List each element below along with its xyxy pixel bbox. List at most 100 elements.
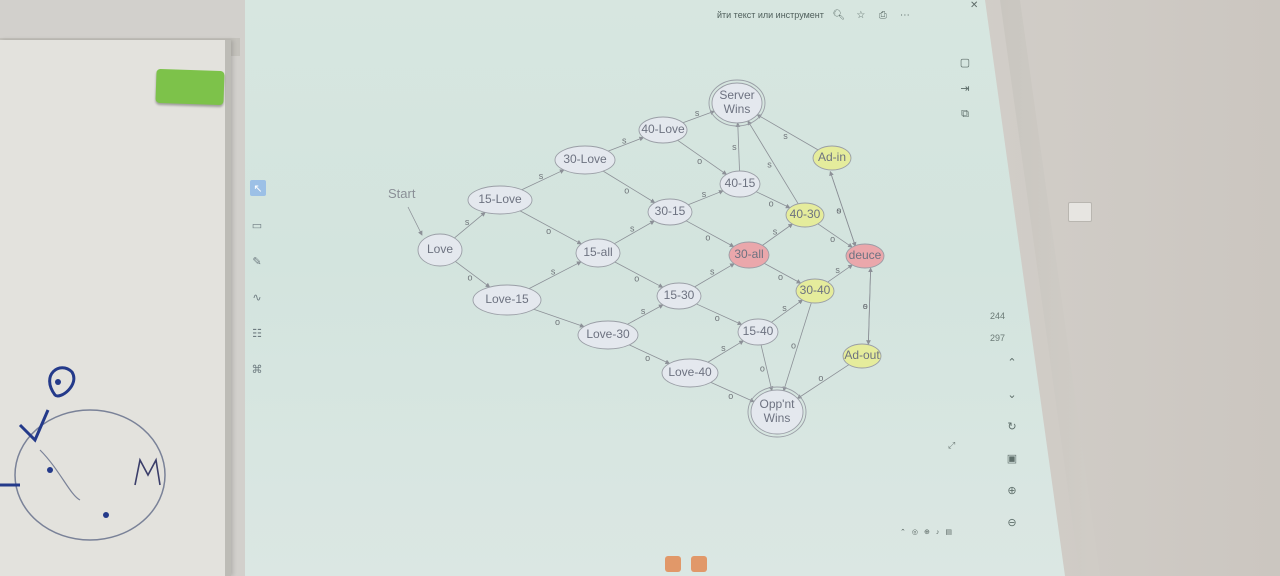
- edge-1540-3040: [771, 299, 804, 323]
- edge-40love-4015: [677, 139, 728, 175]
- volume-icon[interactable]: ♪: [935, 528, 940, 536]
- state-node-40love: 40-Love: [638, 116, 688, 144]
- edge-love30-love40: [629, 344, 671, 364]
- node-label: 40-30: [790, 207, 821, 221]
- tennis-game-state-diagram: Start sososososososososososososososososo…: [388, 79, 885, 438]
- node-shape: [554, 145, 616, 175]
- edge-label: o: [705, 232, 710, 242]
- page-nav-rail: ⌃ ⌄ ↻ ▣ ⊕ ⊖: [1005, 355, 1019, 529]
- doodle-circle: [14, 409, 166, 541]
- taskbar-app-icon[interactable]: [665, 556, 681, 572]
- right-tool-rail: ▢ ⇥ ⧉: [950, 55, 980, 121]
- edge-label: s: [767, 160, 772, 170]
- rotate-icon[interactable]: ↻: [1007, 420, 1017, 433]
- edge-40love-server: [682, 110, 716, 124]
- edge-label: s: [702, 189, 707, 199]
- node-label: Wins: [724, 102, 751, 116]
- edge-label: o: [818, 373, 823, 383]
- edge-label: o: [555, 317, 560, 327]
- state-node-love30: Love-30: [577, 320, 639, 350]
- node-label: Love-30: [586, 327, 630, 341]
- edge-label: o: [697, 156, 702, 166]
- close-icon[interactable]: ✕: [970, 0, 979, 11]
- chevron-up-icon[interactable]: ⌃: [1007, 356, 1017, 369]
- node-shape: [812, 145, 852, 171]
- state-node-15all: 15-all: [575, 238, 621, 268]
- state-node-4015: 40-15: [719, 170, 761, 198]
- print-icon[interactable]: ⎙: [878, 9, 887, 21]
- state-node-3040: 30-40: [795, 278, 835, 304]
- node-label: 15-all: [583, 245, 612, 259]
- node-shape: [737, 318, 779, 346]
- taskbar-app-icon[interactable]: [691, 556, 707, 572]
- edge-label: o: [830, 234, 835, 244]
- node-label: Server: [719, 88, 754, 102]
- node-label: Ad-out: [844, 348, 880, 362]
- node-shape: [472, 284, 542, 316]
- edge-15all-3015: [614, 220, 655, 245]
- bookmark-icon[interactable]: ☆: [856, 9, 866, 21]
- chevron-up-icon[interactable]: ⌃: [900, 529, 906, 536]
- search-prompt[interactable]: йти текст или инструмент: [717, 10, 824, 20]
- edge-label: s: [783, 131, 788, 141]
- taskbar-apps: [665, 556, 707, 572]
- export-icon[interactable]: ⇥: [960, 82, 970, 95]
- pdf-toolbar: йти текст или инструмент 🔍︎ ☆ ⎙ ⋯: [717, 6, 912, 24]
- edge-label: o: [634, 273, 639, 283]
- state-node-love40: Love-40: [661, 358, 719, 388]
- text-tool-icon[interactable]: ☷: [252, 327, 262, 340]
- whiteboard: [0, 40, 231, 576]
- network-icon[interactable]: ◎: [911, 529, 918, 536]
- chevron-down-icon[interactable]: ⌄: [1007, 388, 1017, 401]
- doodle-dot: [103, 512, 109, 518]
- comment-tool-icon[interactable]: ▭: [251, 219, 263, 232]
- stamp-tool-icon[interactable]: ⌘: [251, 363, 263, 376]
- expand-icon[interactable]: ⤢: [948, 440, 956, 450]
- edge-30love-3015: [602, 170, 656, 204]
- highlight-tool-icon[interactable]: ✎: [252, 255, 262, 268]
- edge-15love-15all: [519, 210, 582, 245]
- doodle-stroke: [39, 449, 81, 501]
- doodle-letter: [134, 457, 161, 486]
- fit-page-icon[interactable]: ▣: [1006, 452, 1018, 465]
- state-node-adout: Ad-out: [842, 343, 882, 369]
- edge-adout-deuce: [867, 267, 873, 345]
- copy-icon[interactable]: ⧉: [961, 107, 969, 120]
- edge-3040-deuce: [827, 264, 853, 283]
- zoom-in-icon[interactable]: ⊕: [1007, 484, 1017, 497]
- node-label: Love-15: [485, 292, 529, 306]
- draw-tool-icon[interactable]: ∿: [252, 291, 262, 304]
- select-tool-icon[interactable]: ↖: [250, 180, 266, 196]
- edge-label: s: [551, 266, 556, 276]
- state-node-30love: 30-Love: [554, 145, 616, 175]
- accept-ring: [708, 79, 766, 127]
- edge-4015-server: [735, 122, 741, 172]
- node-shape: [661, 358, 719, 388]
- edge-label: s: [465, 217, 470, 227]
- edge-3015-4015: [688, 190, 724, 206]
- node-shape: [577, 320, 639, 350]
- notification-icon[interactable]: ▤: [945, 529, 952, 536]
- search-icon[interactable]: 🔍︎: [832, 9, 846, 21]
- node-label: 15-30: [664, 288, 695, 302]
- node-shape: [638, 116, 688, 144]
- start-arrow: [407, 206, 423, 236]
- edge-1530-1540: [696, 303, 743, 326]
- edge-love40-1540: [707, 340, 745, 363]
- whiteboard-eraser: [155, 68, 225, 106]
- edge-4030-deuce: [817, 223, 853, 248]
- zoom-out-icon[interactable]: ⊖: [1007, 516, 1017, 529]
- edge-label: s: [782, 303, 787, 313]
- wall-switch: [1068, 202, 1092, 222]
- node-shape: [750, 389, 804, 435]
- state-node-3015: 30-15: [647, 198, 693, 226]
- more-icon[interactable]: ⋯: [899, 9, 910, 21]
- globe-icon[interactable]: ⊕: [923, 529, 930, 536]
- edge-love40-oppnt: [710, 381, 755, 403]
- state-node-adin: Ad-in: [812, 145, 852, 171]
- comment-icon[interactable]: ▢: [959, 56, 971, 69]
- node-shape: [728, 241, 770, 269]
- doodle-loop: [48, 366, 76, 398]
